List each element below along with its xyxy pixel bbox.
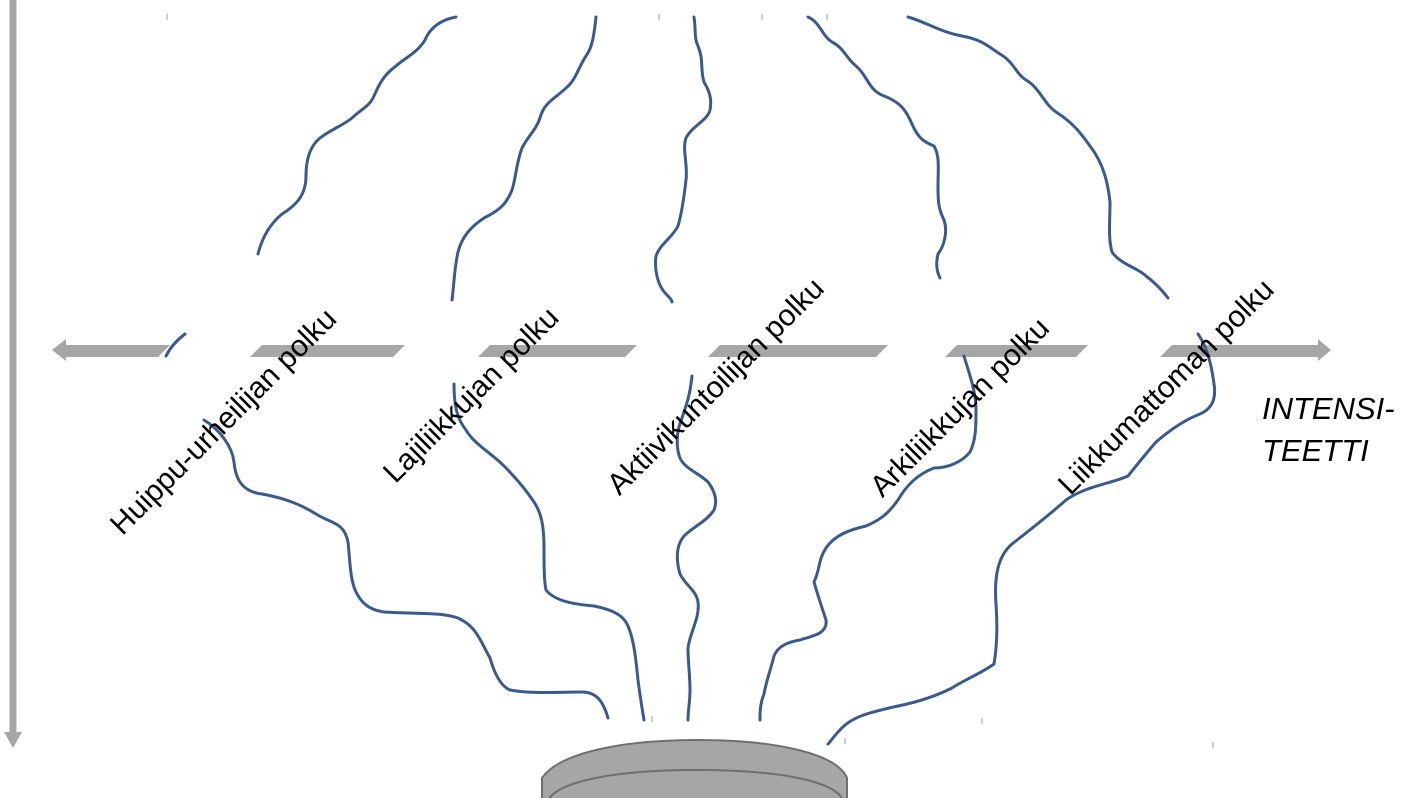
axis-label-line1: INTENSI- [1262, 391, 1395, 426]
bottom-tick-marks [651, 716, 1214, 748]
axis-label-line2: TEETTI [1262, 433, 1369, 468]
arki-path-lower [758, 354, 978, 722]
intensity-axis-label: INTENSI- TEETTI [1262, 388, 1395, 472]
horizontal-intensity-axis [52, 339, 1331, 361]
aktiivi-path-lower [675, 374, 718, 722]
liikkumaton-path-upper [906, 15, 1170, 300]
laji-path-upper [450, 15, 598, 302]
laji-path-lower [452, 382, 646, 722]
liikkumaton-path-lower [826, 332, 1217, 746]
base-shape [541, 738, 848, 798]
vertical-axis [4, 0, 22, 748]
top-tick-marks [166, 14, 828, 20]
huippu-path-upper [256, 15, 458, 256]
aktiivi-path-upper [654, 15, 713, 304]
arki-path-upper [806, 15, 948, 280]
huippu-path-lower [202, 418, 610, 720]
huippu-path-nub [164, 332, 187, 358]
